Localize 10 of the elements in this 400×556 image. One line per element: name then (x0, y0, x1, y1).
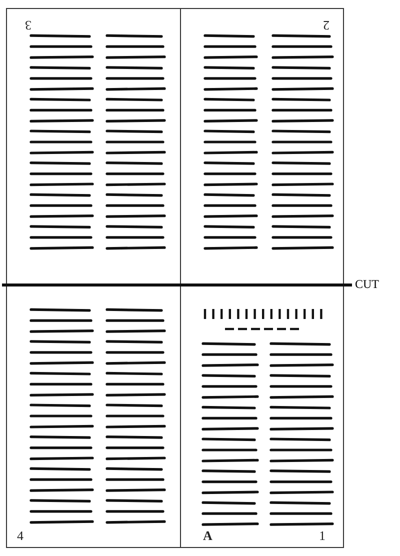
page-number: 3 (25, 19, 32, 32)
page-panel (6, 8, 181, 285)
signature-mark: A (203, 529, 212, 542)
page-number: 1 (319, 529, 326, 542)
page-number: 4 (17, 529, 24, 542)
page-panel (180, 285, 344, 548)
page-panel (6, 285, 181, 548)
page-panel (180, 8, 344, 285)
cut-label: CUT (355, 278, 379, 290)
page-number: 2 (323, 19, 330, 32)
